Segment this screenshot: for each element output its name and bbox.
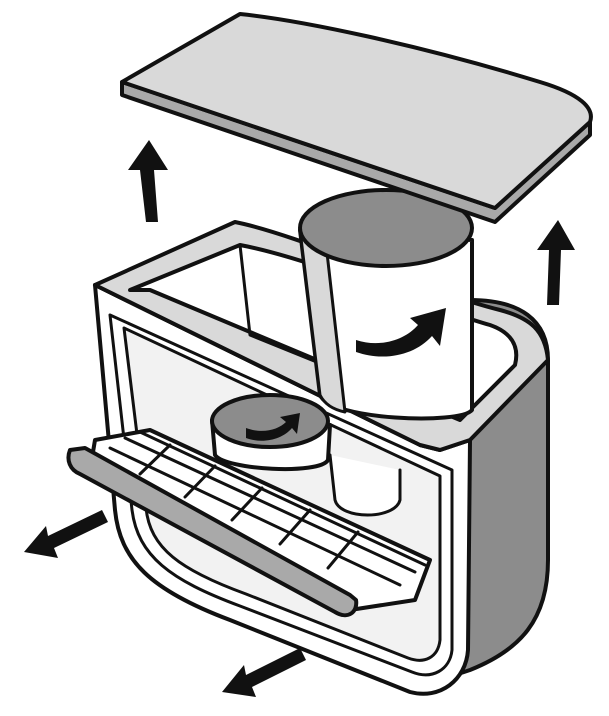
pull-arrow-left xyxy=(24,510,108,558)
rotate-arrow-upper xyxy=(356,308,446,357)
lower-drum xyxy=(210,393,402,517)
lower-drum-top xyxy=(210,393,330,449)
lift-arrow-right xyxy=(537,220,575,305)
pull-arrow-bottom xyxy=(222,648,306,697)
inner-drum-shade xyxy=(298,228,347,414)
lift-arrow-left xyxy=(128,140,168,222)
lid-top xyxy=(120,12,593,210)
door-rack xyxy=(66,428,432,618)
rotate-arrow-lower xyxy=(246,413,300,441)
lid xyxy=(120,12,593,224)
lower-drum-side xyxy=(328,453,402,517)
inner-drum-top xyxy=(298,188,474,268)
inner-drum xyxy=(298,188,474,421)
motion-arrows xyxy=(24,140,575,697)
door-rack-grid xyxy=(108,430,427,587)
door-rack-handle xyxy=(66,446,359,618)
door-frame-outer xyxy=(108,313,454,677)
